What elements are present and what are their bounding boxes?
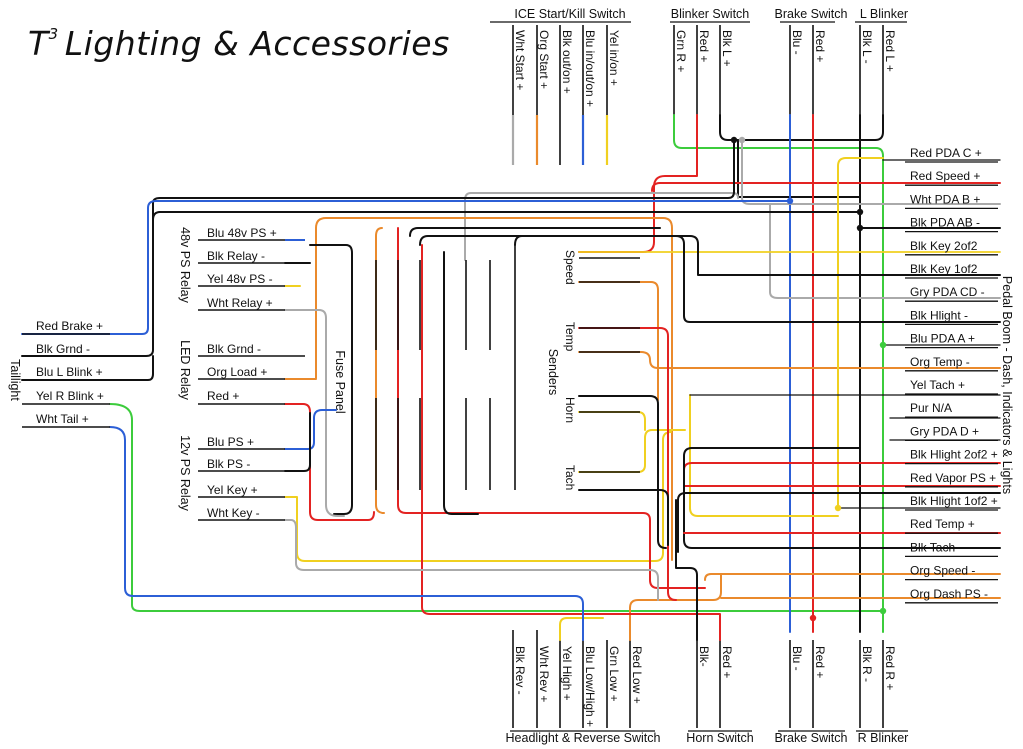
l-blinker-label: L Blinker [860,7,908,21]
pedal-wire-label: Blu PDA A + [910,332,975,346]
blinker-wire-label: Blk L + [720,30,734,67]
taillight-label: Taillight [8,359,22,401]
r-blinker-wire-label: Blk R - [860,646,874,682]
headlight-wire-label: Grn Low + [607,646,621,702]
ice-wire-label: Blk out/on + [560,30,574,94]
led-wire-label: Blk Grnd - [207,342,261,356]
bottom-wire-labels: Blk Rev - Wht Rev + Yel High + Blu Low/H… [513,646,897,727]
top-wire-labels: Wht Start + Org Start + Blk out/on + Blu… [513,30,897,107]
blinker-switch-label: Blinker Switch [671,7,750,21]
taillight-wire-label: Blk Grnd - [36,342,90,356]
pedal-wire-label: Red Vapor PS + [910,471,996,485]
pedal-wire-label: Wht PDA B + [910,192,980,206]
l-blinker-wire-label: Red L + [883,30,897,72]
pedal-boom-wire-labels: Red PDA C + Red Speed + Wht PDA B + Blk PDA… [905,146,998,604]
ps12-wire-label: Blk PS - [207,457,250,471]
pedal-wire-label: Red Temp + [910,517,975,531]
wire-harness [21,114,1001,641]
pedal-wire-label: Org Speed - [910,564,975,578]
headlight-wire-label: Blu Low/High + [583,646,597,727]
pedal-wire-label: Blk Tach - [910,540,962,554]
taillight-wire-label: Yel R Blink + [36,389,104,403]
ps12-wire-label: Wht Key - [207,506,260,520]
pedal-wire-label: Blk Hlight 2of2 + [910,448,998,462]
pedal-wire-label: Gry PDA CD - [910,285,985,299]
horn-wire-label: Blk- [697,646,711,667]
horn-wire-label: Red + [720,646,734,678]
ice-switch-label: ICE Start/Kill Switch [514,7,625,21]
bottom-connectors [510,630,908,732]
blinker-wire-label: Grn R + [674,30,688,72]
r-blinker-wire-label: Red R + [883,646,897,690]
headlight-wire-label: Wht Rev + [537,646,551,702]
taillight-wire-label: Red Brake + [36,319,103,333]
led-wire-label: Org Load + [207,365,267,379]
pedal-wire-label: Red PDA C + [910,146,982,160]
pedal-wire-label: Org Dash PS - [910,587,988,601]
sender-label: Speed [563,250,577,285]
led-relay-label: LED Relay [178,340,192,400]
sender-label: Tach [563,465,577,490]
senders-label: Senders [546,349,560,396]
l-blinker-wire-label: Blk L - [860,30,874,64]
group-labels: ICE Start/Kill Switch Blinker Switch Bra… [8,7,1014,745]
pedal-wire-label: Blk Hlight 1of2 + [910,494,998,508]
led-wire-label: Red + [207,389,239,403]
headlight-wire-label: Blk Rev - [513,646,527,695]
ps48-wire-label: Blu 48v PS + [207,226,277,240]
brake-bottom-wire-label: Blu - [790,646,804,671]
taillight-wire-label: Blu L Blink + [36,365,103,379]
ice-wire-label: Org Start + [537,30,551,89]
top-connectors [490,21,907,165]
horn-switch-label: Horn Switch [686,731,753,745]
sender-labels: Speed Temp Horn Tach [563,250,577,490]
blinker-wire-label: Red + [697,30,711,62]
ps48-wire-label: Blk Relay - [207,249,265,263]
pedal-wire-label: Gry PDA D + [910,424,979,438]
headlight-wire-label: Red Low + [630,646,644,704]
pedal-wire-label: Yel Tach + [910,378,965,392]
sender-label: Temp [563,322,577,352]
ice-wire-label: Blu in/out/on + [583,30,597,107]
brake-wire-label: Blu - [790,30,804,55]
brake-wire-label: Red + [813,30,827,62]
pedal-wire-label: Blk Key 2of2 [910,239,978,253]
pedal-wire-label: Blk Hlight - [910,308,968,322]
left-connector-lines [22,239,640,521]
r-blinker-label: R Blinker [858,731,909,745]
ice-wire-label: Wht Start + [513,30,527,90]
ps48-wire-label: Yel 48v PS - [207,272,273,286]
fuse-panel-bars [375,245,516,490]
ps12-relay-label: 12v PS Relay [178,435,192,511]
brake-switch-bottom-label: Brake Switch [775,731,848,745]
pedal-wire-label: Red Speed + [910,169,980,183]
taillight-wire-label: Wht Tail + [36,412,89,426]
taillight-wire-labels: Red Brake + Blk Grnd - Blu L Blink + Yel… [36,319,104,426]
brake-switch-top-label: Brake Switch [775,7,848,21]
ice-wire-label: Yel in/on + [607,30,621,86]
fuse-panel-label: Fuse Panel [333,350,347,413]
ps48-wire-label: Wht Relay + [207,296,273,310]
ps48-relay-label: 48v PS Relay [178,227,192,303]
pedal-wire-label: Blk PDA AB - [910,216,980,230]
brake-bottom-wire-label: Red + [813,646,827,678]
headlight-wire-label: Yel High + [560,646,574,701]
pedal-wire-label: Pur N/A [910,401,952,415]
sender-label: Horn [563,397,577,423]
pedal-boom-label: Pedal Boom - Dash, Indicators & Lights [1000,276,1014,494]
pedal-wire-label: Blk Key 1of2 [910,262,978,276]
pedal-wire-label: Org Temp - [910,355,970,369]
relay-wire-labels: Blu 48v PS + Blk Relay - Yel 48v PS - Wh… [207,226,277,520]
junction-dots [730,136,887,622]
ps12-wire-label: Blu PS + [207,435,254,449]
ps12-wire-label: Yel Key + [207,483,258,497]
headlight-switch-label: Headlight & Reverse Switch [506,731,661,745]
